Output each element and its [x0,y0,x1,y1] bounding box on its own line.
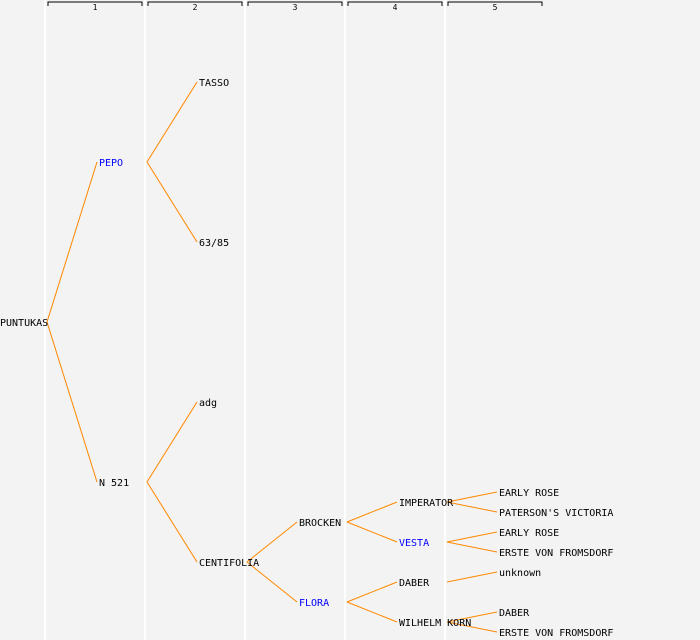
column-separator [44,0,46,640]
column-separator [144,0,146,640]
pedigree-connector [146,161,198,243]
pedigree-node-label: adg [199,398,217,409]
pedigree-node-label: WILHELM KORN [399,618,471,629]
pedigree-node-label: DABER [399,578,430,589]
generation-label: 1 [93,3,98,12]
generation-label: 3 [293,3,298,12]
pedigree-connector [46,161,98,323]
pedigree-connector [246,561,298,603]
pedigree-node-label: TASSO [199,78,229,89]
pedigree-node-label: ERSTE VON FROMSDORF [499,548,613,559]
pedigree-node-label: BROCKEN [299,518,341,529]
pedigree-connector [146,401,198,483]
pedigree-node-label: N 521 [99,478,129,489]
pedigree-node-label: IMPERATOR [399,498,454,509]
pedigree-connector [446,501,498,513]
pedigree-node-label: DABER [499,608,530,619]
generation-bracket [447,1,543,6]
pedigree-connector [46,321,98,483]
pedigree-node-label: EARLY ROSE [499,528,559,539]
generation-bracket [247,1,343,6]
generation-label: 2 [193,3,198,12]
generation-label: 5 [493,3,498,12]
pedigree-connector [346,501,398,523]
pedigree-connector [346,601,398,623]
pedigree-connector [446,571,498,583]
pedigree-connector [446,531,498,543]
pedigree-node-label: EARLY ROSE [499,488,559,499]
pedigree-node-label: PUNTUKAS [0,318,48,329]
pedigree-connector [246,521,298,563]
pedigree-connector [446,621,498,633]
generation-label: 4 [393,3,398,12]
column-separator [444,0,446,640]
pedigree-node-label: PEPO [99,158,123,169]
pedigree-connector [346,521,398,543]
pedigree-connector [346,581,398,603]
pedigree-node-label: ERSTE VON FROMSDORF [499,628,613,639]
pedigree-node-label: unknown [499,568,541,579]
pedigree-node-label: PATERSON'S VICTORIA [499,508,613,519]
pedigree-connector [146,481,198,563]
pedigree-node-label: 63/85 [199,238,229,249]
generation-bracket [47,1,143,6]
pedigree-node-label: CENTIFOLIA [199,558,259,569]
pedigree-connector [446,491,498,503]
generation-bracket [147,1,243,6]
column-separator [344,0,346,640]
pedigree-node-label: VESTA [399,538,429,549]
generation-bracket [347,1,443,6]
column-separator [244,0,246,640]
pedigree-connector [446,611,498,623]
pedigree-node-label: FLORA [299,598,329,609]
pedigree-connector [446,541,498,553]
pedigree-connector [146,81,198,163]
